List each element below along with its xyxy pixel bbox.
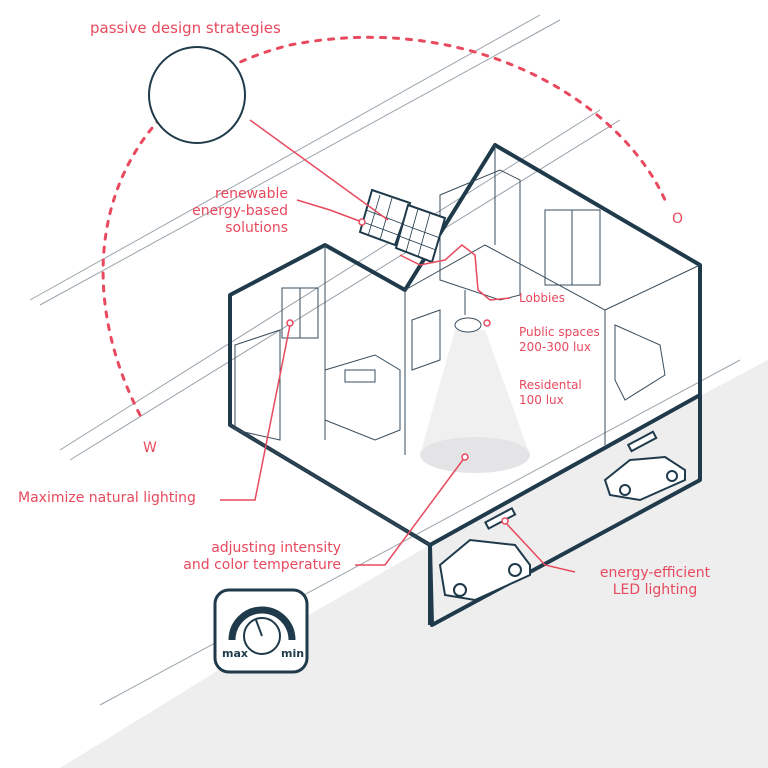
adjusting-label: adjusting intensity and color temperatur… <box>160 540 341 574</box>
street-lines <box>29 14 741 706</box>
sun-icon <box>148 46 246 144</box>
interior-lines <box>229 145 701 546</box>
car-lower <box>438 538 531 602</box>
adjusting-line-2: and color temperature <box>183 557 341 573</box>
residential-line-2: 100 lux <box>519 393 564 407</box>
car-upper <box>603 455 686 502</box>
renewable-line-1: renewable <box>215 186 288 202</box>
adjusting-line-1: adjusting intensity <box>211 540 341 556</box>
renewable-line-3: solutions <box>225 220 288 236</box>
renewable-line-2: energy-based <box>192 203 288 219</box>
solar-panels <box>358 188 447 264</box>
public-spaces-line-2: 200-300 lux <box>519 340 591 354</box>
dial-min-label: min <box>281 647 305 660</box>
leader-lines <box>220 119 576 573</box>
public-spaces-line-1: Public spaces <box>519 325 600 339</box>
east-label: O <box>672 211 684 227</box>
sun-path-arc <box>101 35 667 417</box>
residential-line-1: Residental <box>519 378 582 392</box>
west-label: W <box>143 440 157 456</box>
led-label: energy-efficient LED lighting <box>585 565 725 599</box>
leader-dots <box>286 218 509 525</box>
led-line-2: LED lighting <box>612 582 698 598</box>
diagram-title: passive design strategies <box>90 19 281 37</box>
lobbies-label: Lobbies <box>519 291 566 305</box>
led-line-1: energy-efficient <box>599 565 711 581</box>
natural-lighting-label: Maximize natural lighting <box>18 490 196 506</box>
residential-label: Residental 100 lux <box>519 378 582 408</box>
led-fixtures <box>483 430 658 530</box>
dial-max-label: max <box>222 647 248 660</box>
renewable-label: renewable energy-based solutions <box>185 186 288 237</box>
public-spaces-label: Public spaces 200-300 lux <box>519 325 600 355</box>
dimmer-dial <box>213 588 309 674</box>
